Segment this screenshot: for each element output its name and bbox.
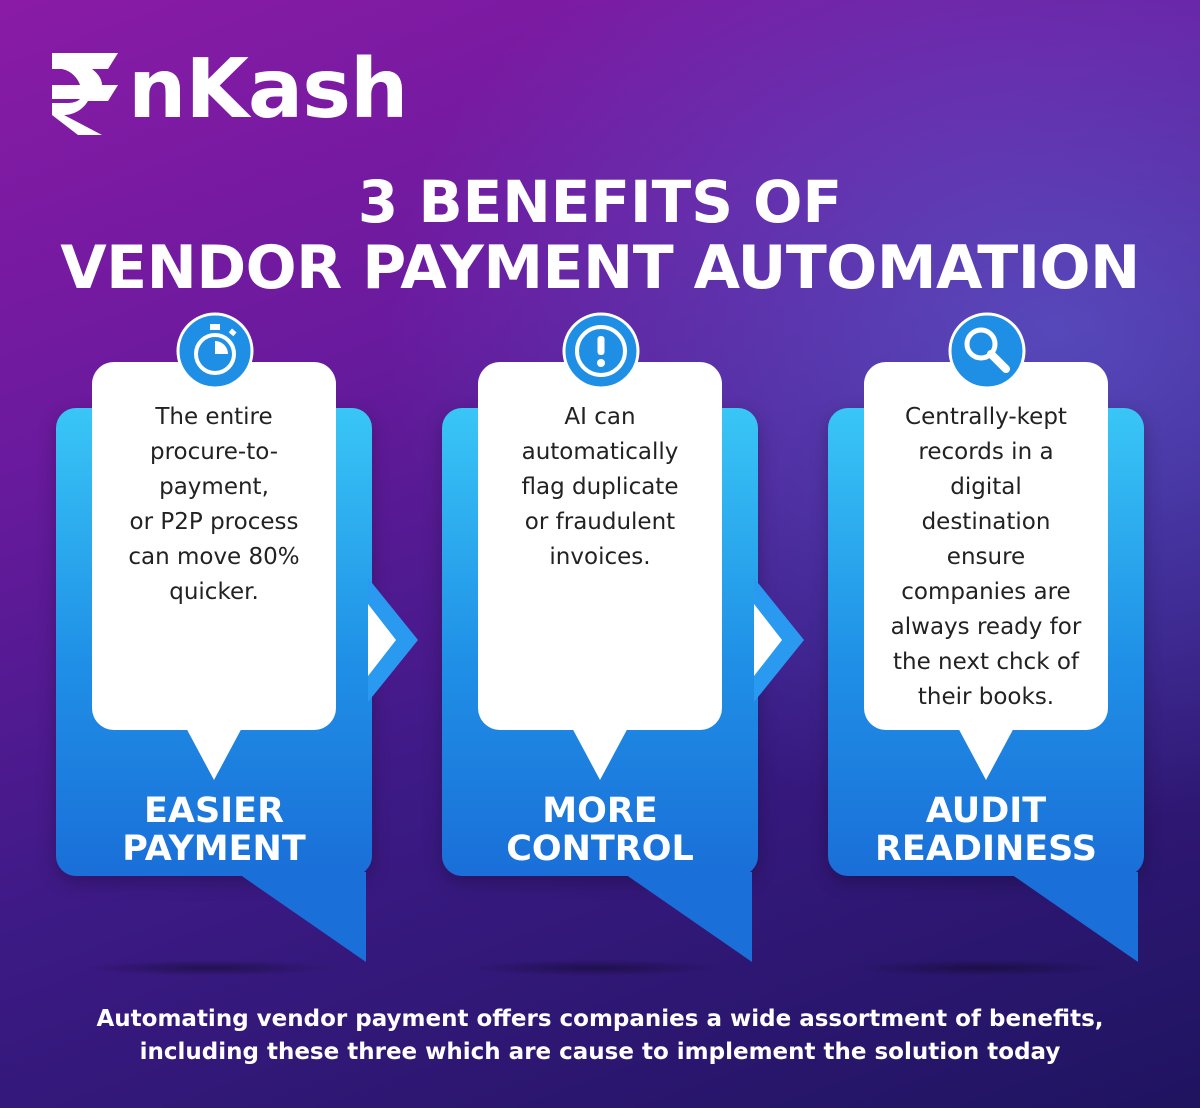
card-tail	[622, 872, 752, 962]
page-title: 3 BENEFITS OF VENDOR PAYMENT AUTOMATION	[0, 170, 1200, 302]
card-shadow	[80, 960, 340, 976]
speech-bubble-tip	[570, 724, 630, 780]
benefit-card-more-control: AI can automatically flag duplicate or f…	[442, 312, 804, 962]
card-tail	[236, 872, 366, 962]
text-line: automatically	[521, 439, 679, 465]
speech-bubble-tip	[956, 724, 1016, 780]
text-line: destination	[921, 509, 1051, 535]
footer-line-2: including these three which are cause to…	[139, 1039, 1061, 1065]
text-line: or fraudulent	[524, 509, 676, 535]
rupee-logo-mark-icon	[52, 53, 118, 135]
text-line: their books.	[917, 684, 1055, 710]
speech-bubble	[864, 362, 1108, 730]
benefit-title: MORE CONTROL	[442, 792, 758, 868]
benefit-description: AI can automatically flag duplicate or f…	[484, 400, 716, 575]
benefit-description: The entire procure-to- payment, or P2P p…	[98, 400, 330, 610]
text-line: invoices.	[549, 544, 651, 570]
footer-line-1: Automating vendor payment offers compani…	[96, 1006, 1104, 1032]
benefit-card-easier-payment: The entire procure-to- payment, or P2P p…	[56, 312, 418, 962]
text-line: flag duplicate	[521, 474, 679, 500]
headline-line-2: VENDOR PAYMENT AUTOMATION	[60, 232, 1140, 303]
text-line: digital	[950, 474, 1022, 500]
text-line: payment,	[159, 474, 269, 500]
text-line: records in a	[918, 439, 1054, 465]
text-line: procure-to-	[149, 439, 279, 465]
title-line: CONTROL	[506, 829, 694, 869]
enkash-logo: nKash	[48, 40, 408, 140]
title-line: READINESS	[874, 829, 1098, 869]
logo-wordmark: nKash	[128, 42, 408, 137]
text-line: the next chck of	[893, 649, 1079, 675]
title-line: EASIER	[143, 791, 285, 831]
benefit-description: Centrally-kept records in a digital dest…	[870, 400, 1102, 715]
next-arrow-icon	[754, 578, 804, 702]
text-line: Centrally-kept	[905, 404, 1067, 430]
text-line: or P2P process	[129, 509, 299, 535]
text-line: ensure	[946, 544, 1026, 570]
title-line: MORE	[542, 791, 658, 831]
title-line: PAYMENT	[122, 829, 306, 869]
text-line: AI can	[564, 404, 636, 430]
benefit-title: AUDIT READINESS	[828, 792, 1144, 868]
text-line: always ready for	[890, 614, 1082, 640]
text-line: quicker.	[169, 579, 259, 605]
title-line: AUDIT	[925, 791, 1047, 831]
card-shadow	[466, 960, 726, 976]
exclamation-icon	[562, 312, 640, 390]
card-tail	[1008, 872, 1138, 962]
text-line: companies are	[901, 579, 1071, 605]
stopwatch-icon	[176, 312, 254, 390]
magnifier-icon	[948, 312, 1026, 390]
speech-bubble-tip	[184, 724, 244, 780]
benefit-card-audit-readiness: Centrally-kept records in a digital dest…	[828, 312, 1168, 962]
benefit-title: EASIER PAYMENT	[56, 792, 372, 868]
card-shadow	[852, 960, 1112, 976]
footer-caption: Automating vendor payment offers compani…	[0, 1003, 1200, 1069]
speech-bubble	[92, 362, 336, 730]
text-line: can move 80%	[128, 544, 300, 570]
headline-line-1: 3 BENEFITS OF	[357, 168, 843, 236]
next-arrow-icon	[368, 578, 418, 702]
text-line: The entire	[155, 404, 273, 430]
speech-bubble	[478, 362, 722, 730]
